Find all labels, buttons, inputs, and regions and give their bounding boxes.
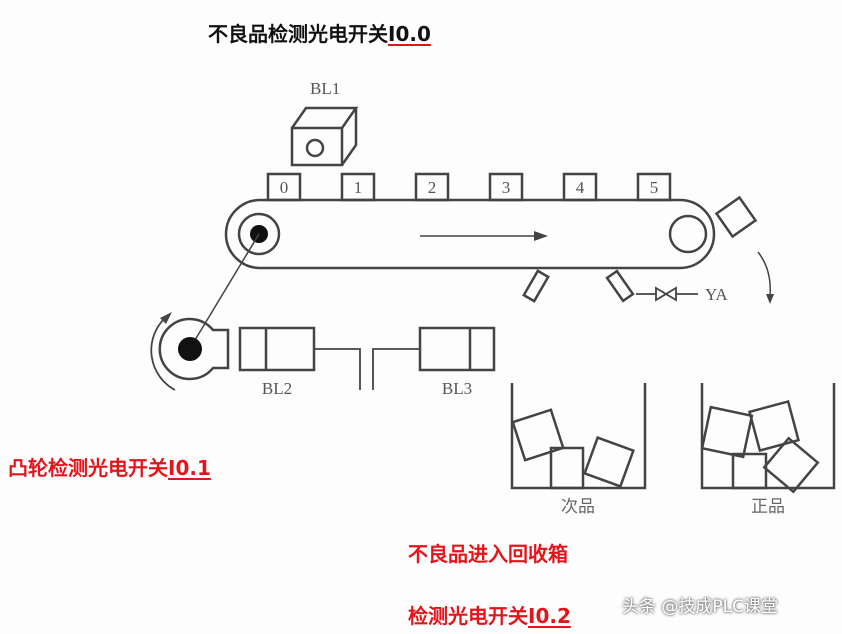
good-bin <box>700 383 836 494</box>
detect-sensor-note: 检测光电开关I0.2 <box>408 600 571 629</box>
bl1-label: BL1 <box>310 79 340 98</box>
valve-label: YA <box>705 285 728 304</box>
position-label: 0 <box>280 178 289 197</box>
idle-roller <box>668 214 708 254</box>
valve-ya-icon <box>636 286 698 302</box>
position-label: 4 <box>576 178 585 197</box>
bl1-sensor <box>290 106 359 167</box>
beam-lines <box>314 348 420 390</box>
title-text: 不良品检测光电开关 <box>208 22 388 46</box>
good-bin-label: 正品 <box>751 497 785 517</box>
title-label: 不良品检测光电开关I0.0 <box>208 18 431 47</box>
detect-note-code: I0.2 <box>528 604 571 628</box>
cam-note-code: I0.1 <box>168 456 211 480</box>
reject-pusher <box>605 269 635 303</box>
position-label: 5 <box>650 178 659 197</box>
direction-arrow-icon <box>420 231 548 241</box>
cam-sensor-note: 凸轮检测光电开关I0.1 <box>8 452 211 481</box>
drop-arrow-icon <box>757 251 771 297</box>
falling-product <box>714 195 758 239</box>
watermark: 头条 @技成PLC课堂 <box>622 597 778 617</box>
reject-bin <box>510 383 647 490</box>
reject-bin-note: 不良品进入回收箱 <box>408 542 568 566</box>
position-label: 1 <box>354 178 363 197</box>
cam <box>150 312 230 391</box>
drive-roller <box>237 212 281 256</box>
cam-link <box>191 233 260 346</box>
detect-note-text: 检测光电开关 <box>408 604 528 628</box>
bl2-sensor <box>238 326 316 372</box>
drop-arrowhead-icon <box>766 294 774 304</box>
position-boxes <box>266 172 672 202</box>
title-code: I0.0 <box>388 22 431 46</box>
bl2-label: BL2 <box>262 379 292 398</box>
cam-note-text: 凸轮检测光电开关 <box>8 456 168 480</box>
bl3-sensor <box>418 326 496 372</box>
conveyor-belt <box>224 198 716 270</box>
guide-plate <box>522 269 550 303</box>
bl3-label: BL3 <box>442 379 472 398</box>
position-label: 2 <box>428 178 437 197</box>
position-label: 3 <box>502 178 511 197</box>
reject-bin-label: 次品 <box>561 497 595 517</box>
